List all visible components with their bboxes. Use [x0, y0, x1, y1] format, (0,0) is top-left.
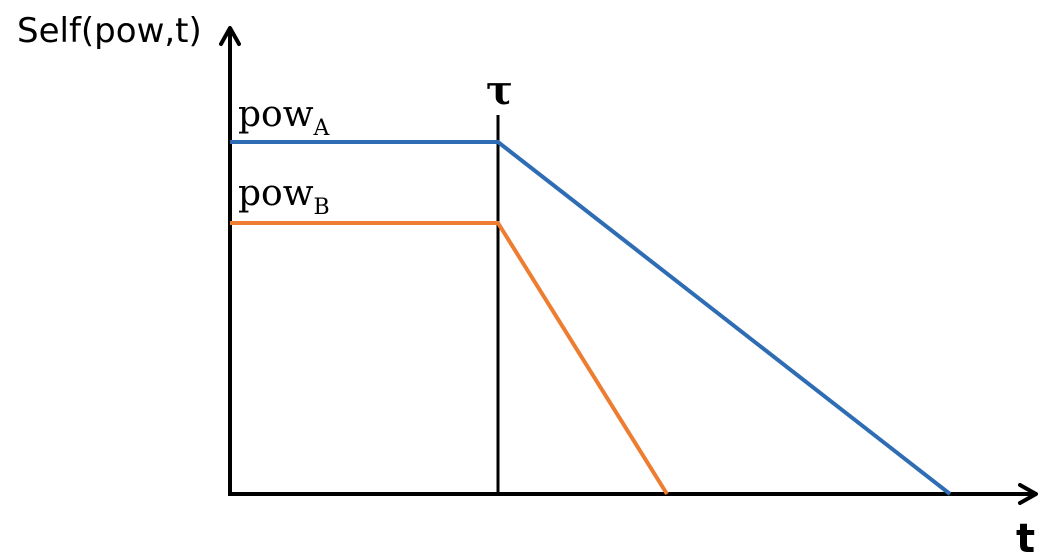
series-pow-a-line: [230, 140, 952, 496]
series-pow-a-label-sub: A: [313, 116, 331, 141]
tau-label: τ: [486, 67, 513, 114]
series-pow-b-label-sub: B: [314, 195, 330, 220]
x-axis-label: t: [1016, 516, 1035, 559]
y-axis-label: Self(pow,t): [17, 11, 202, 51]
series-pow-a-label-main: pow: [238, 94, 314, 135]
series-pow-b-label-main: pow: [238, 173, 314, 214]
series-pow-b-line: [230, 221, 669, 496]
x-axis-arrow: [1018, 483, 1038, 505]
y-axis-arrow: [219, 26, 241, 46]
series-pow-b-label: powB: [238, 173, 330, 220]
series-pow-a-label: powA: [238, 94, 331, 141]
